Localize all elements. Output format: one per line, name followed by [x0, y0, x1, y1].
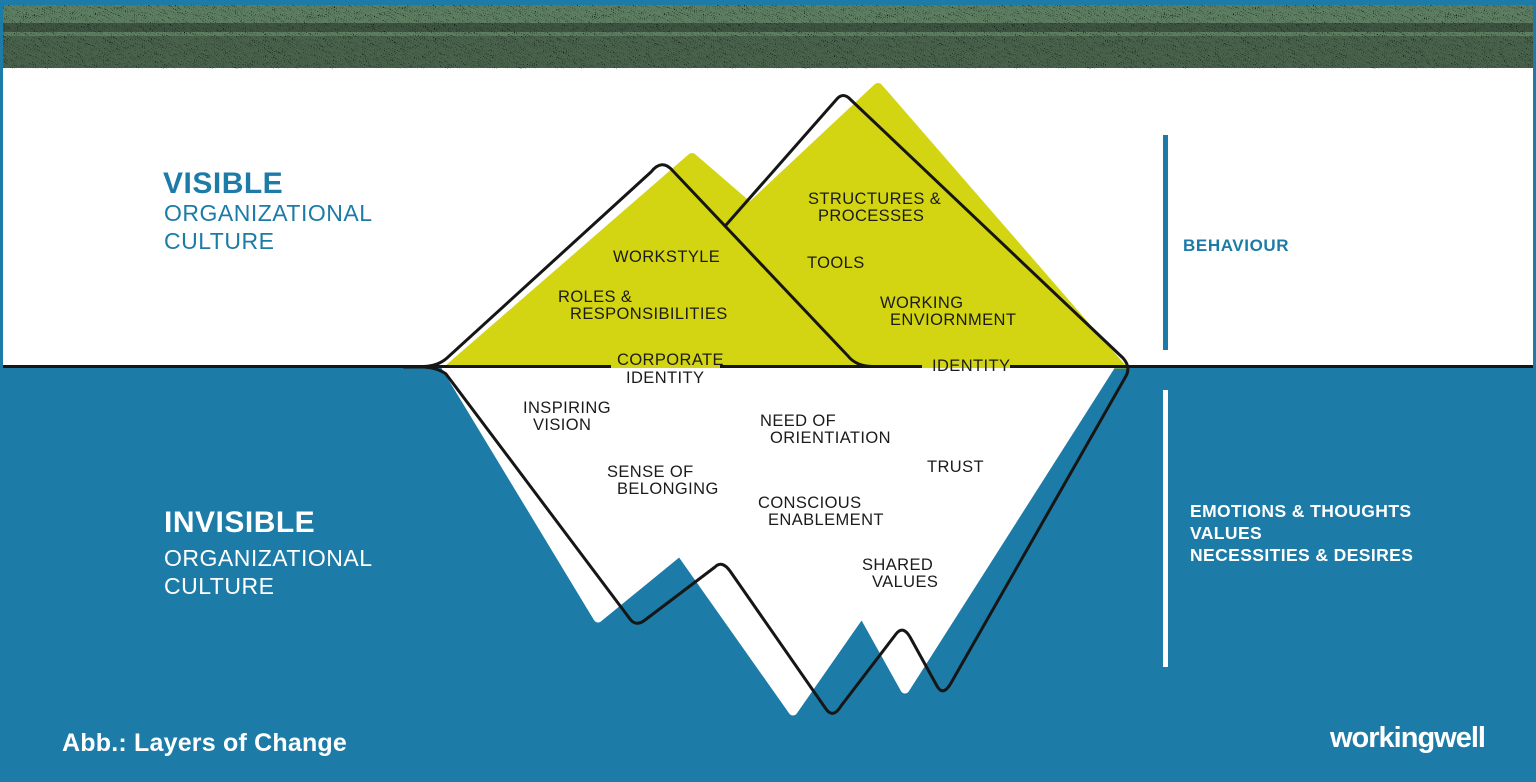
label-identity: IDENTITY	[932, 357, 1010, 375]
label-shared-line2: VALUES	[872, 573, 938, 591]
workingwell-logo: workingwell	[1329, 722, 1485, 754]
iceberg-outline-main	[402, 94, 1130, 715]
invisible-heading: INVISIBLE	[164, 506, 315, 539]
label-sense-line1: SENSE OF	[607, 463, 694, 481]
visible-heading: VISIBLE	[163, 167, 283, 200]
behaviour-bracket-bar	[1163, 135, 1168, 350]
label-structures-line1: STRUCTURES &	[808, 190, 941, 208]
label-trust: TRUST	[927, 458, 984, 476]
invisible-sub2: CULTURE	[164, 573, 274, 599]
frame-right-edge	[1533, 0, 1536, 370]
emotions-label: EMOTIONS & THOUGHTS	[1190, 501, 1412, 521]
below-water-labels: INSPIRING VISION NEED OF ORIENTIATION SE…	[523, 399, 984, 591]
label-shared-line1: SHARED	[862, 556, 933, 574]
figure-caption: Abb.: Layers of Change	[62, 729, 347, 757]
necessities-label: NECESSITIES & DESIRES	[1190, 545, 1413, 565]
label-workstyle: WORKSTYLE	[613, 248, 720, 266]
label-tools: TOOLS	[807, 254, 865, 272]
iceberg-above-water	[443, 83, 1128, 369]
label-roles-line1: ROLES &	[558, 288, 632, 306]
frame-top-edge	[0, 0, 1536, 5]
invisible-culture-title: INVISIBLE ORGANIZATIONAL CULTURE	[164, 506, 373, 599]
label-inspiring-line1: INSPIRING	[523, 399, 611, 417]
label-corporate-line2: IDENTITY	[626, 369, 704, 387]
emotions-labels: EMOTIONS & THOUGHTS VALUES NECESSITIES &…	[1190, 501, 1413, 565]
visible-sub2: CULTURE	[164, 228, 274, 254]
behaviour-label: BEHAVIOUR	[1183, 236, 1289, 255]
label-corporate-line1: CORPORATE	[617, 351, 724, 369]
iceberg-below-water	[441, 368, 1115, 716]
label-working-line2: ENVIORNMENT	[890, 311, 1016, 329]
label-roles-line2: RESPONSIBILITIES	[570, 305, 728, 323]
above-water-labels: WORKSTYLE ROLES & RESPONSIBILITIES STRUC…	[558, 190, 1016, 387]
visible-sub1: ORGANIZATIONAL	[164, 200, 373, 226]
label-conscious-line1: CONSCIOUS	[758, 494, 862, 512]
label-conscious-line2: ENABLEMENT	[768, 511, 884, 529]
values-label: VALUES	[1190, 523, 1262, 543]
invisible-sub1: ORGANIZATIONAL	[164, 545, 373, 571]
frame-left-edge	[0, 0, 3, 370]
label-inspiring-line2: VISION	[533, 416, 591, 434]
emotions-bracket-bar	[1163, 390, 1168, 667]
visible-culture-title: VISIBLE ORGANIZATIONAL CULTURE	[163, 167, 373, 254]
label-structures-line2: PROCESSES	[818, 207, 924, 225]
label-working-line1: WORKING	[880, 294, 963, 312]
label-need-line1: NEED OF	[760, 412, 836, 430]
iceberg-outline-small-peak	[394, 163, 888, 368]
top-noise-band	[0, 4, 1536, 69]
label-need-line2: ORIENTIATION	[770, 429, 891, 447]
label-sense-line2: BELONGING	[617, 480, 719, 498]
